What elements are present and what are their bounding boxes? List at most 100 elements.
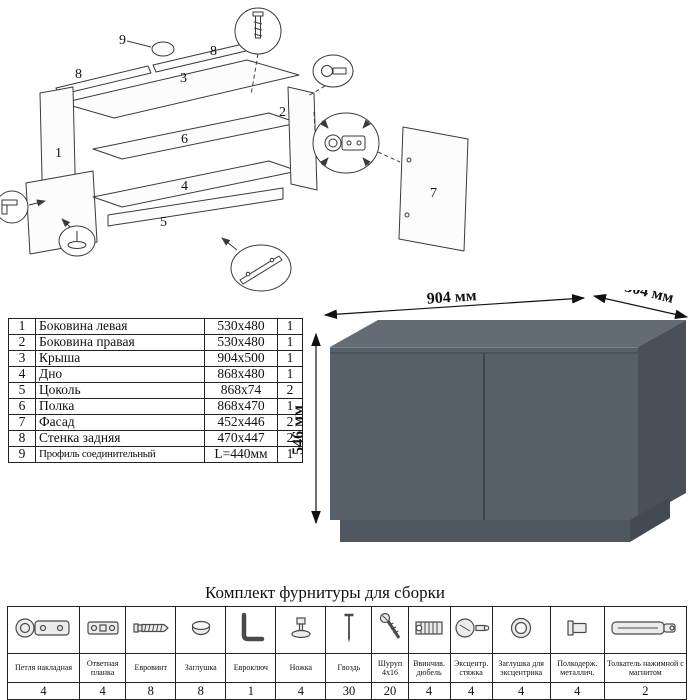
hw-label: Ввинчив. дюбель <box>407 653 451 683</box>
width-dimension-label: 904 мм <box>426 290 477 308</box>
hardware-labels-row: Петля накладная Ответная планка Евровинт… <box>6 653 688 683</box>
cabinet-render: 546 мм 904 мм 504 мм <box>290 290 689 542</box>
part-label-4: 4 <box>181 179 188 194</box>
part-label-7: 7 <box>430 186 437 201</box>
right-side-panel <box>287 86 318 191</box>
hw-label: Ответная планка <box>79 653 127 683</box>
parts-table-row: 8 Стенка задняя 470x447 2 <box>8 430 303 447</box>
part-label-6: 6 <box>181 132 188 147</box>
hardware-icons-row <box>6 606 688 654</box>
strike-plate-icon <box>87 620 119 635</box>
hw-qty: 4 <box>407 682 451 700</box>
hardware-qty-row: 4 4 8 8 1 4 30 20 4 4 4 4 2 <box>6 682 688 700</box>
shelf-support-icon <box>567 619 587 636</box>
cam-bolt-head <box>321 65 333 77</box>
cam-cap-icon <box>511 617 532 638</box>
hw-icon-cell <box>449 606 493 654</box>
height-dimension-label: 546 мм <box>290 405 307 455</box>
hw-icon-cell <box>125 606 177 654</box>
connecting-profile <box>239 255 283 285</box>
hw-label: Гвоздь <box>325 653 373 683</box>
profile-screw <box>245 271 251 277</box>
hw-icon-cell <box>491 606 551 654</box>
hw-label: Петля накладная <box>6 653 81 683</box>
hw-label: Евровинт <box>125 653 177 683</box>
door-panel <box>398 126 469 252</box>
hw-qty: 30 <box>325 682 373 700</box>
part-label-1: 1 <box>55 146 62 161</box>
hw-qty: 4 <box>449 682 493 700</box>
depth-arrow <box>592 293 689 320</box>
hw-label: Ножка <box>275 653 327 683</box>
cap-icon <box>191 620 210 635</box>
leg-base <box>67 241 87 249</box>
cam-bolt-shaft <box>332 67 347 75</box>
hw-icon-cell <box>325 606 373 654</box>
part-label-5: 5 <box>160 215 167 230</box>
part-size: L=440мм <box>204 446 278 463</box>
cabinet-side-face <box>638 320 686 520</box>
confirmat-screw-icon <box>133 622 169 633</box>
part-label-2: 2 <box>279 105 286 120</box>
cam-lock-icon <box>455 617 490 638</box>
hinge-icon <box>14 617 70 638</box>
hw-icon-cell <box>549 606 605 654</box>
hw-label: Полкодерж. металлич. <box>549 653 605 683</box>
cabinet-top-face <box>330 320 686 347</box>
part-size: 868x74 <box>204 382 278 399</box>
cabinet-body <box>330 320 686 542</box>
hex-key-icon <box>241 612 265 641</box>
part-size: 452x446 <box>204 414 278 431</box>
part-number: 9 <box>8 446 36 463</box>
hw-qty: 8 <box>125 682 177 700</box>
hw-label: Толкатель нажимной с магнитом <box>603 653 688 683</box>
hardware-kit-title: Комплект фурнитуры для сборки <box>205 583 445 602</box>
hw-qty: 1 <box>225 682 277 700</box>
confirmat-shaft <box>255 15 261 39</box>
hw-qty: 4 <box>6 682 81 700</box>
confirmat-head <box>252 11 264 17</box>
top-panel <box>61 59 300 119</box>
hw-icon-cell <box>603 606 688 654</box>
profile-section-flange <box>1 199 18 206</box>
parts-table-row: 1 Боковина левая 530x480 1 <box>8 318 303 335</box>
push-opener-icon <box>611 620 676 635</box>
threaded-dowel-icon <box>415 620 443 635</box>
hw-icon-cell <box>175 606 227 654</box>
dimension-lines <box>311 293 689 525</box>
hw-label: Эксцентр. стяжка <box>449 653 493 683</box>
part-qty: 1 <box>277 350 303 367</box>
hw-qty: 4 <box>275 682 327 700</box>
shelf-panel <box>92 112 299 160</box>
hw-qty: 4 <box>491 682 551 700</box>
part-label-8a: 8 <box>75 67 82 82</box>
hw-label: Шуруп 4x16 <box>371 653 409 683</box>
nail-icon <box>344 613 354 643</box>
hw-icon-cell <box>371 606 409 654</box>
hinge-arm <box>341 135 366 151</box>
leg-icon <box>291 616 311 638</box>
plinth-panel <box>107 187 284 227</box>
part-size: 868x480 <box>204 366 278 383</box>
hw-label: Евроключ <box>225 653 277 683</box>
parts-table: 1 Боковина левая 530x480 1 2 Боковина пр… <box>8 318 303 463</box>
hw-icon-cell <box>6 606 81 654</box>
hw-qty: 2 <box>603 682 688 700</box>
part-label-8b: 8 <box>210 44 217 59</box>
part-qty: 1 <box>277 446 303 463</box>
hinge-screw-hole <box>356 140 362 146</box>
hardware-table: Петля накладная Ответная планка Евровинт… <box>6 606 688 700</box>
hw-qty: 20 <box>371 682 409 700</box>
parts-table-row: 9 Профиль соединительный L=440мм 1 <box>8 446 303 463</box>
cabinet-plinth <box>340 520 630 542</box>
exploded-view-diagram: 9 8 8 3 1 2 6 4 5 7 <box>0 7 469 292</box>
door-hinge-hole <box>404 212 410 218</box>
screw-icon <box>379 612 401 639</box>
part-label-3: 3 <box>180 71 187 86</box>
part-label-9: 9 <box>119 33 126 48</box>
hinge-cup-inner <box>328 138 338 148</box>
connecting-profile-section <box>151 41 175 57</box>
hw-icon-cell <box>275 606 327 654</box>
hw-icon-cell <box>225 606 277 654</box>
door-hinge-hole <box>406 157 412 163</box>
